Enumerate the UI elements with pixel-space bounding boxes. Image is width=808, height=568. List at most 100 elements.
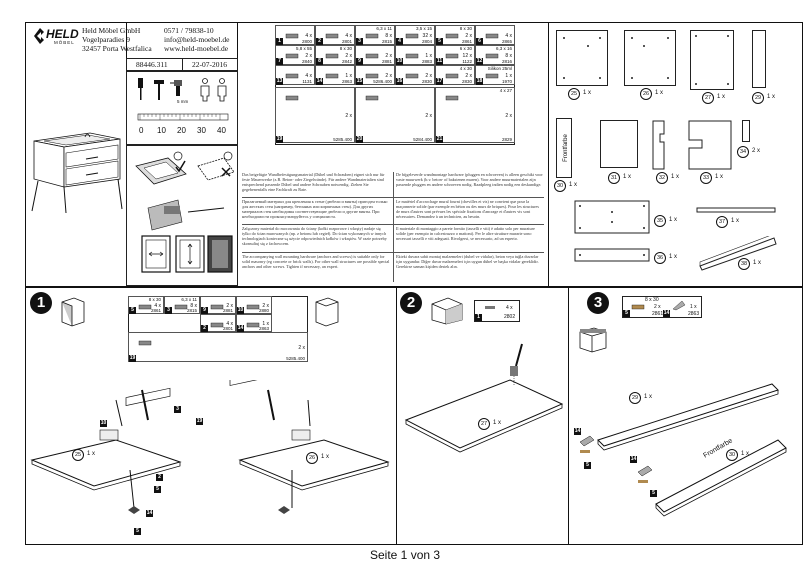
- company-web: www.held-moebel.de: [164, 44, 229, 53]
- part-33-qty: 1 x: [715, 174, 724, 180]
- vanity-product-image: [31, 132, 123, 214]
- step-3-hw-5-qty: 2 x: [654, 304, 661, 310]
- hardware-item-6-qty: 4 x: [505, 33, 512, 39]
- hardware-item-15-code: 5286.400: [373, 79, 392, 84]
- part-29-panel: [752, 30, 766, 88]
- screw-icon: [485, 306, 495, 309]
- hardware-part-icon: [138, 340, 152, 346]
- step-1-hw-9-qty: 2 x: [226, 303, 233, 309]
- hardware-part-icon: [325, 73, 339, 79]
- hardware-item-11-code: 1122: [462, 59, 472, 64]
- hardware-item-10-code: 2883: [421, 59, 432, 64]
- step-1-panel-left-num: 25: [72, 449, 84, 461]
- hardware-item-11-qty: 12 x: [462, 53, 472, 59]
- part-30-num: 30: [554, 180, 566, 192]
- step-1-hw-19-code: 5285.400: [286, 356, 305, 361]
- hardware-part-icon: [365, 73, 379, 79]
- ruler-tick-40: 40: [217, 126, 226, 135]
- hardware-part-icon: [445, 73, 459, 79]
- step-3-hw-14-qty: 1 x: [690, 304, 697, 310]
- hardware-item-1-num: 1: [276, 38, 283, 45]
- hardware-item-13-num: 13: [276, 78, 283, 85]
- step-1-callout-19: 19: [196, 418, 203, 425]
- hardware-part-icon: [246, 322, 260, 328]
- hardware-item-4-qty: 32 x: [422, 33, 432, 39]
- hardware-item-3-qty: 8 x: [385, 33, 392, 39]
- step-3-assembly-drawing: [579, 383, 787, 517]
- step-1-callout-14: 14: [146, 510, 153, 517]
- hardware-item-12-num: 12: [476, 58, 483, 65]
- hardware-item-14-num: 14: [316, 78, 323, 85]
- hardware-item-18-code: 1970: [501, 79, 512, 84]
- hardware-item-6-num: 6: [476, 38, 483, 45]
- step-3-panel-a-qty: 1 x: [644, 394, 653, 400]
- step-1-hw-14-num: 14: [237, 325, 244, 332]
- step-1-hw-5-code: 2861: [150, 308, 161, 313]
- hardware-part-icon: [285, 53, 299, 59]
- hardware-item-9-code: 2881: [381, 59, 392, 64]
- step-1-hw-2-qty: 4 x: [226, 321, 233, 327]
- text-ru: Прилагаемый материал для крепления к сте…: [242, 199, 388, 219]
- step-1-hw-2-code: 2801: [222, 326, 233, 331]
- company-logo: HELD MÖBEL: [32, 26, 79, 46]
- hardware-item-5-num: 5: [436, 38, 443, 45]
- part-27-qty: 1 x: [717, 94, 726, 100]
- article-number: 88446.311: [136, 60, 168, 69]
- part-34-panel: [742, 120, 750, 142]
- step-1-hw-5-size: 8 x 30: [148, 297, 161, 302]
- surface-tips-illustration: [135, 151, 235, 273]
- step-2-panel-num: 27: [478, 418, 490, 430]
- hardware-part-icon: [365, 53, 379, 59]
- hardware-item-2-num: 2: [316, 38, 323, 45]
- step-3-hardware-table: [622, 296, 702, 318]
- tools-illustration: [137, 78, 229, 121]
- hardware-item-12-size: 6,3 x 16: [495, 46, 512, 51]
- hardware-part-icon: [246, 304, 260, 310]
- page-frame: [25, 22, 803, 545]
- doc-date: 22-07-2016: [192, 60, 227, 69]
- hardware-item-4-num: 4: [396, 38, 403, 45]
- part-36-panel: [574, 248, 650, 262]
- step-1-hw-3-qty: 8 x: [190, 303, 197, 309]
- step-1-assembly-drawing: [30, 380, 390, 514]
- screwdriver-icon: [138, 78, 143, 100]
- part-37-num: 37: [716, 216, 728, 228]
- text-nl: De bijgeleverde wandmontage hardware (pl…: [396, 172, 543, 187]
- divider-lower-1: [396, 287, 397, 545]
- hardware-item-13-code: 1131: [302, 79, 312, 84]
- part-27-panel: [690, 30, 734, 90]
- hardware-item-16-code: 2830: [421, 79, 432, 84]
- hardware-item-10-qty: 1 x: [425, 53, 432, 59]
- text-pl: Załączony materiał do mocowania do ścian…: [242, 226, 387, 246]
- step-3-callout-14b: 14: [630, 456, 637, 463]
- hardware-item-9-qty: 2 x: [385, 53, 392, 59]
- hardware-part-icon: [325, 33, 339, 39]
- hardware-part-icon: [405, 53, 419, 59]
- hardware-part-icon: [285, 73, 299, 79]
- connector-icon: [672, 300, 686, 311]
- hardware-item-8-code: 2842: [341, 59, 352, 64]
- ruler-tick-20: 20: [177, 126, 186, 135]
- part-26-panel: [624, 30, 676, 86]
- hardware-part-icon: [445, 33, 459, 39]
- step-1-callout-5: 5: [154, 486, 161, 493]
- article-divider: [182, 58, 183, 71]
- divider-upper-3: [548, 22, 549, 286]
- hardware-item-8-qty: 2 x: [345, 53, 352, 59]
- dowel-icon: [631, 304, 645, 310]
- hardware-item-18-qty: 1 x: [505, 73, 512, 79]
- part-33-panel: [688, 120, 732, 170]
- step-3-hw-5-num: 5: [623, 310, 630, 317]
- company-city: 32457 Porta Westfalica: [82, 44, 152, 53]
